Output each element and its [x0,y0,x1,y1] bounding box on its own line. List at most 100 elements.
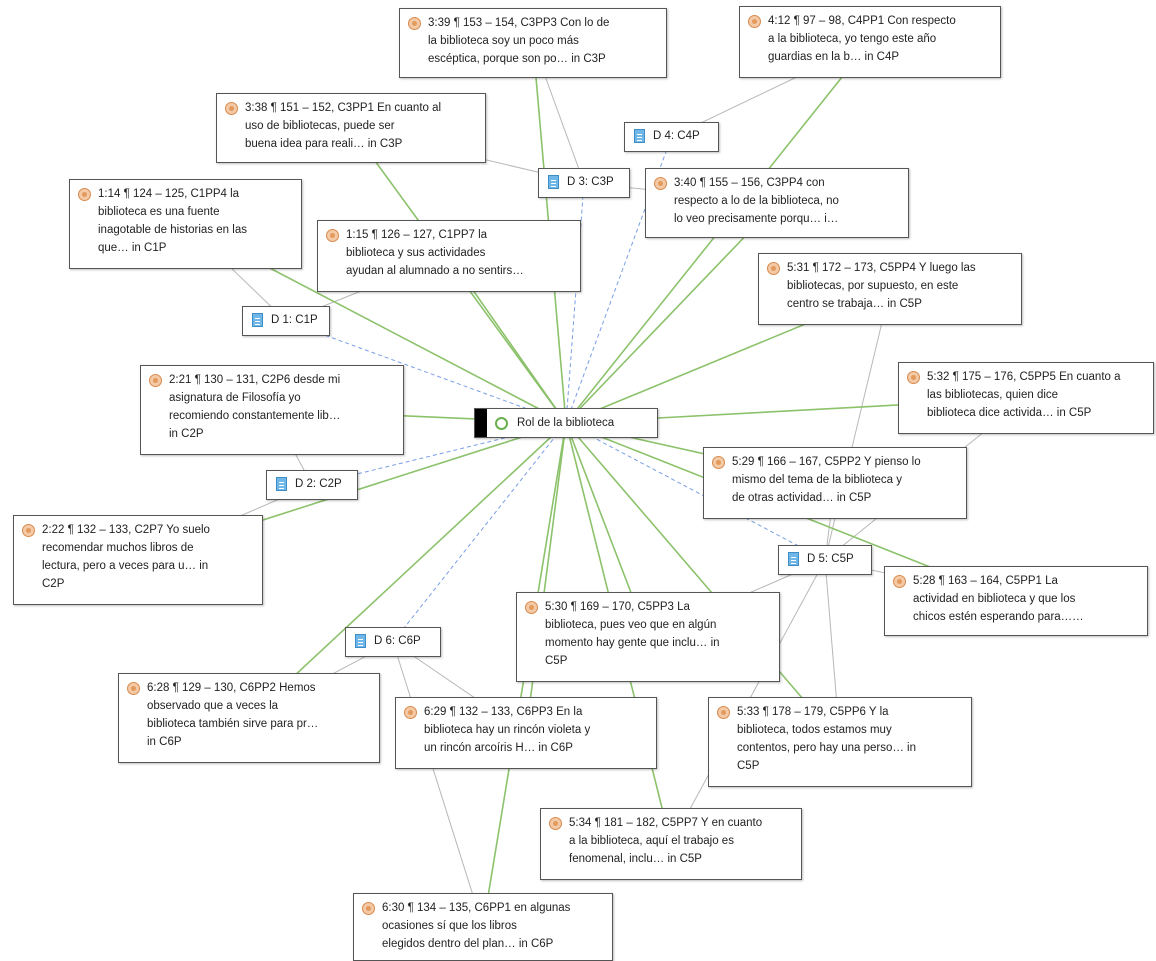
quotation-line: ayudan al alumnado a no sentirs… [346,265,524,277]
document-label: D 4: C4P [653,130,700,142]
quotation-line: escéptica, porque son po… in C3P [428,53,606,65]
quotation-node-5-34[interactable]: 5:34 ¶ 181 – 182, C5PP7 Y en cuanto a la… [540,808,802,880]
quotation-line: biblioteca y sus actividades [346,247,486,259]
document-icon [788,552,799,566]
quotation-node-5-32[interactable]: 5:32 ¶ 175 – 176, C5PP5 En cuanto a las … [898,362,1154,434]
quotation-line: 3:38 ¶ 151 – 152, C3PP1 En cuanto al [245,102,442,114]
document-label: D 3: C3P [567,176,614,188]
quotation-node-1-15[interactable]: 1:15 ¶ 126 – 127, C1PP7 la biblioteca y … [317,220,581,292]
quotation-line: 6:28 ¶ 129 – 130, C6PP2 Hemos [147,682,316,694]
document-icon [276,477,287,491]
quotation-line: 1:14 ¶ 124 – 125, C1PP4 la [98,188,240,200]
quotation-node-6-30[interactable]: 6:30 ¶ 134 – 135, C6PP1 en algunas ocasi… [353,893,613,961]
quotation-line: 6:29 ¶ 132 – 133, C6PP3 En la [424,706,583,718]
quotation-line: observado que a veces la [147,700,279,712]
code-node-rol-de-la-biblioteca[interactable]: Rol de la biblioteca [474,408,658,438]
quotation-node-5-28[interactable]: 5:28 ¶ 163 – 164, C5PP1 La actividad en … [884,566,1148,636]
quotation-node-5-31[interactable]: 5:31 ¶ 172 – 173, C5PP4 Y luego las bibl… [758,253,1022,325]
quotation-line: las bibliotecas, quien dice [927,389,1059,401]
quotation-line: in C6P [147,736,182,748]
quotation-line: que… in C1P [98,242,167,254]
quotation-line: 4:12 ¶ 97 – 98, C4PP1 Con respecto [768,15,956,27]
quotation-line: lo veo precisamente porqu… i… [674,213,839,225]
quotation-line: C5P [737,760,760,772]
quotation-node-5-33[interactable]: 5:33 ¶ 178 – 179, C5PP6 Y la biblioteca,… [708,697,972,787]
quotation-icon [549,817,562,830]
quotation-node-6-29[interactable]: 6:29 ¶ 132 – 133, C6PP3 En la biblioteca… [395,697,657,769]
quotation-line: biblioteca también sirve para pr… [147,718,319,730]
quotation-icon [225,102,238,115]
quotation-node-5-30[interactable]: 5:30 ¶ 169 – 170, C5PP3 La biblioteca, p… [516,592,780,682]
quotation-icon [408,17,421,30]
quotation-line: biblioteca, pues veo que en algún [545,619,717,631]
quotation-node-5-29[interactable]: 5:29 ¶ 166 – 167, C5PP2 Y pienso lo mism… [703,447,967,519]
quotation-icon [525,601,538,614]
quotation-line: la biblioteca soy un poco más [428,35,579,47]
quotation-line: 6:30 ¶ 134 – 135, C6PP1 en algunas [382,902,571,914]
quotation-line: inagotable de historias en las [98,224,247,236]
quotation-line: 5:29 ¶ 166 – 167, C5PP2 Y pienso lo [732,456,921,468]
quotation-icon [893,575,906,588]
quotation-node-6-28[interactable]: 6:28 ¶ 129 – 130, C6PP2 Hemos observado … [118,673,380,763]
quotation-icon [404,706,417,719]
quotation-line: recomiendo constantemente lib… [169,410,341,422]
code-icon [495,417,508,430]
document-node-d3[interactable]: D 3: C3P [538,168,630,198]
quotation-line: un rincón arcoíris H… in C6P [424,742,573,754]
quotation-node-4-12[interactable]: 4:12 ¶ 97 – 98, C4PP1 Con respecto a la … [739,6,1001,78]
quotation-line: C2P [42,578,65,590]
document-node-d1[interactable]: D 1: C1P [242,306,330,336]
quotation-line: bibliotecas, por supuesto, en este [787,280,959,292]
document-icon [634,129,645,143]
code-quotation-link [248,422,567,719]
quotation-icon [78,188,91,201]
quotation-line: 1:15 ¶ 126 – 127, C1PP7 la [346,229,488,241]
quotation-line: uso de bibliotecas, puede ser [245,120,395,132]
code-quotation-link [565,202,778,424]
quotation-line: a la biblioteca, aquí el trabajo es [569,835,734,847]
document-node-d2[interactable]: D 2: C2P [266,470,358,500]
quotation-icon [149,374,162,387]
document-icon [252,313,263,327]
quotation-icon [767,262,780,275]
document-label: D 5: C5P [807,553,854,565]
quotation-line: momento hay gente que inclu… in [545,637,720,649]
quotation-node-1-14[interactable]: 1:14 ¶ 124 – 125, C1PP4 la biblioteca es… [69,179,302,269]
quotation-line: mismo del tema de la biblioteca y [732,474,903,486]
code-node-label: Rol de la biblioteca [517,417,615,429]
document-node-d4[interactable]: D 4: C4P [624,122,719,152]
document-node-d6[interactable]: D 6: C6P [345,627,441,657]
document-node-d5[interactable]: D 5: C5P [778,545,872,575]
code-document-link [392,422,567,643]
quotation-icon [22,524,35,537]
quotation-icon [717,706,730,719]
quotation-line: biblioteca dice activida… in C5P [927,407,1092,419]
quotation-line: de otras actividad… in C5P [732,492,872,504]
quotation-line: centro se trabaja… in C5P [787,298,922,310]
quotation-line: contentos, pero hay una perso… in [737,742,917,754]
quotation-line: 2:21 ¶ 130 – 131, C2P6 desde mi [169,374,341,386]
quotation-line: guardias en la b… in C4P [768,51,900,63]
quotation-line: elegidos dentro del plan… in C6P [382,938,554,950]
quotation-node-3-40[interactable]: 3:40 ¶ 155 – 156, C3PP4 con respecto a l… [645,168,909,238]
quotation-node-3-39[interactable]: 3:39 ¶ 153 – 154, C3PP3 Con lo de la bib… [399,8,667,78]
quotation-icon [362,902,375,915]
quotation-node-2-21[interactable]: 2:21 ¶ 130 – 131, C2P6 desde mi asignatu… [140,365,404,455]
quotation-line: respecto a lo de la biblioteca, no [674,195,839,207]
document-quotation-link [824,288,891,561]
quotation-line: 5:32 ¶ 175 – 176, C5PP5 En cuanto a [927,371,1121,383]
quotation-icon [654,177,667,190]
quotation-line: chicos estén esperando para…… [913,611,1084,623]
quotation-line: 3:39 ¶ 153 – 154, C3PP3 Con lo de [428,17,610,29]
quotation-line: biblioteca, todos estamos muy [737,724,892,736]
quotation-node-2-22[interactable]: 2:22 ¶ 132 – 133, C2P7 Yo suelo recomend… [13,515,263,605]
document-label: D 2: C2P [295,478,342,490]
quotation-line: 5:31 ¶ 172 – 173, C5PP4 Y luego las [787,262,976,274]
quotation-line: biblioteca hay un rincón violeta y [424,724,591,736]
quotation-line: 5:28 ¶ 163 – 164, C5PP1 La [913,575,1058,587]
quotation-line: 5:30 ¶ 169 – 170, C5PP3 La [545,601,690,613]
quotation-line: ocasiones sí que los libros [382,920,517,932]
code-quotation-link [525,422,567,734]
quotation-node-3-38[interactable]: 3:38 ¶ 151 – 152, C3PP1 En cuanto al uso… [216,93,486,163]
